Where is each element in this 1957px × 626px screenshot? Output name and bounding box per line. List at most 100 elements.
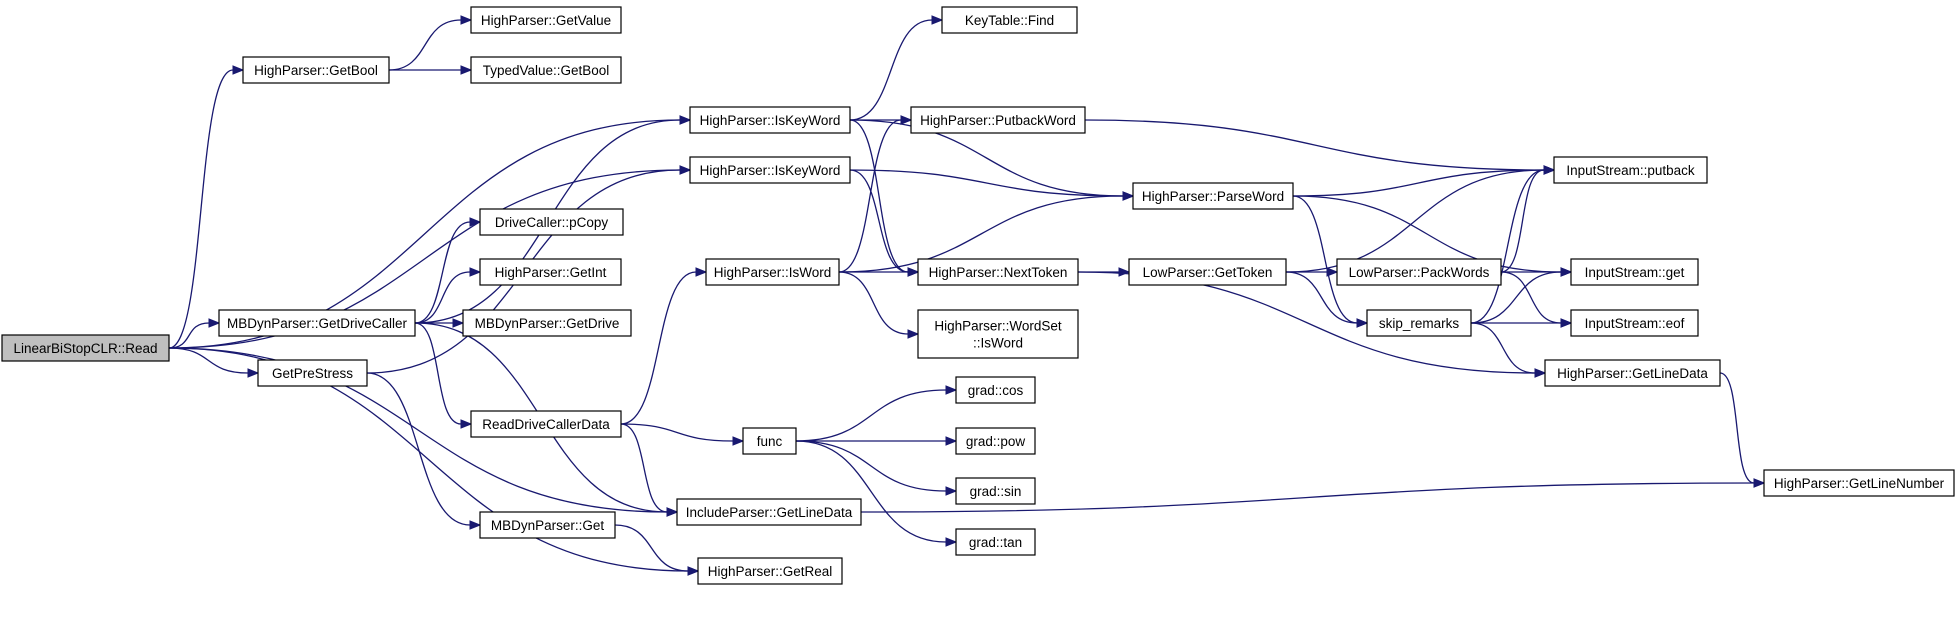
node-label: TypedValue::GetBool (483, 63, 610, 78)
graph-node[interactable]: HighParser::NextToken (917, 258, 1079, 286)
call-edge (1470, 165, 1556, 324)
node-box (1366, 309, 1472, 337)
node-box (689, 106, 851, 134)
call-edge (168, 65, 245, 349)
arrowhead (452, 318, 465, 328)
node-label: IncludeParser::GetLineData (686, 505, 853, 520)
call-edge (849, 15, 944, 121)
edge-line (1470, 271, 1562, 324)
arrowhead (1118, 267, 1131, 277)
arrowhead (931, 15, 944, 25)
graph-node[interactable]: HighParser::PutbackWord (910, 106, 1086, 134)
node-label: InputStream::putback (1566, 163, 1695, 178)
node-label: LinearBiStopCLR::Read (13, 341, 157, 356)
call-edge (1292, 165, 1556, 197)
graph-node[interactable]: HighParser::GetReal (697, 557, 843, 585)
arrowhead (460, 15, 473, 25)
edge-line (849, 119, 909, 273)
graph-node[interactable]: InputStream::get (1570, 258, 1699, 286)
graph-node[interactable]: ReadDriveCallerData (470, 410, 622, 438)
edge-line (388, 19, 462, 71)
arrowhead (208, 318, 221, 328)
edge-line (414, 271, 471, 324)
call-edge (1719, 372, 1766, 488)
call-edge (414, 217, 482, 324)
edge-line (1285, 271, 1358, 324)
arrowhead (1122, 191, 1135, 201)
call-edge (168, 347, 700, 576)
call-edge (168, 347, 260, 378)
arrowhead (900, 115, 913, 125)
edge-line (168, 69, 234, 349)
graph-node[interactable]: IncludeParser::GetLineData (676, 498, 862, 526)
node-box (955, 427, 1036, 455)
graph-node[interactable]: HighParser::GetBool (242, 56, 390, 84)
graph-node[interactable]: HighParser::ParseWord (1132, 182, 1294, 210)
node-box (1763, 469, 1955, 497)
node-label: HighParser::GetReal (708, 564, 833, 579)
graph-node[interactable]: TypedValue::GetBool (470, 56, 622, 84)
node-box (955, 477, 1036, 505)
graph-node[interactable]: MBDynParser::Get (479, 511, 616, 539)
graph-node[interactable]: HighParser::GetLineData (1544, 359, 1721, 387)
edge-line (838, 271, 909, 335)
edge-line (1292, 195, 1358, 324)
graph-node[interactable]: HighParser::IsKeyWord (689, 106, 851, 134)
node-box (917, 309, 1079, 359)
graph-node[interactable]: MBDynParser::GetDriveCaller (218, 309, 416, 337)
arrowhead (1560, 318, 1573, 328)
graph-node[interactable]: HighParser::GetLineNumber (1763, 469, 1955, 497)
node-box (941, 6, 1078, 34)
call-edge (795, 440, 958, 547)
node-box (742, 427, 797, 455)
graph-node[interactable]: HighParser::GetValue (470, 6, 622, 34)
edge-line (795, 389, 947, 442)
graph-node[interactable]: InputStream::putback (1553, 156, 1708, 184)
edge-line (1470, 322, 1536, 374)
graph-node[interactable]: MBDynParser::GetDrive (462, 309, 632, 337)
arrowhead (232, 65, 245, 75)
call-edge (849, 169, 1135, 201)
call-edge (1084, 119, 1556, 175)
edge-line (168, 347, 668, 513)
graph-node[interactable]: HighParser::WordSet::IsWord (917, 309, 1079, 359)
graph-node[interactable]: HighParser::GetInt (479, 258, 622, 286)
node-box (242, 56, 390, 84)
call-edge (414, 267, 482, 324)
node-label: HighParser::WordSet (934, 319, 1062, 334)
call-edge (620, 423, 745, 446)
node-label: ReadDriveCallerData (482, 417, 610, 432)
graph-node[interactable]: LowParser::GetToken (1128, 258, 1287, 286)
graph-node[interactable]: skip_remarks (1366, 309, 1472, 337)
graph-node[interactable]: HighParser::IsKeyWord (689, 156, 851, 184)
graph-node[interactable]: func (742, 427, 797, 455)
graph-node[interactable]: grad::pow (955, 427, 1036, 455)
graph-node[interactable]: LowParser::PackWords (1336, 258, 1502, 286)
graph-node[interactable]: InputStream::eof (1570, 309, 1699, 337)
edge-line (168, 322, 210, 349)
call-edge (388, 15, 473, 71)
arrowhead (945, 486, 958, 496)
graph-node[interactable]: grad::sin (955, 477, 1036, 505)
arrowhead (945, 537, 958, 547)
node-label: LowParser::GetToken (1143, 265, 1273, 280)
graph-node[interactable]: KeyTable::Find (941, 6, 1078, 34)
call-edge (414, 322, 473, 429)
edge-line (849, 169, 1124, 197)
node-label: ::IsWord (973, 336, 1023, 351)
node-box (1570, 258, 1699, 286)
graph-node[interactable]: grad::cos (955, 376, 1036, 404)
arrowhead (1753, 478, 1766, 488)
call-edge (620, 267, 708, 425)
edge-line (620, 423, 734, 442)
call-edge (795, 440, 958, 496)
graph-node[interactable]: LinearBiStopCLR::Read (1, 334, 170, 362)
graph-node[interactable]: GetPreStress (257, 359, 368, 387)
node-label: skip_remarks (1379, 316, 1460, 331)
graph-node[interactable]: DriveCaller::pCopy (479, 208, 624, 236)
call-edge (389, 65, 473, 75)
graph-node[interactable]: HighParser::IsWord (705, 258, 840, 286)
arrowhead (666, 507, 679, 517)
graph-node[interactable]: grad::tan (955, 528, 1036, 556)
